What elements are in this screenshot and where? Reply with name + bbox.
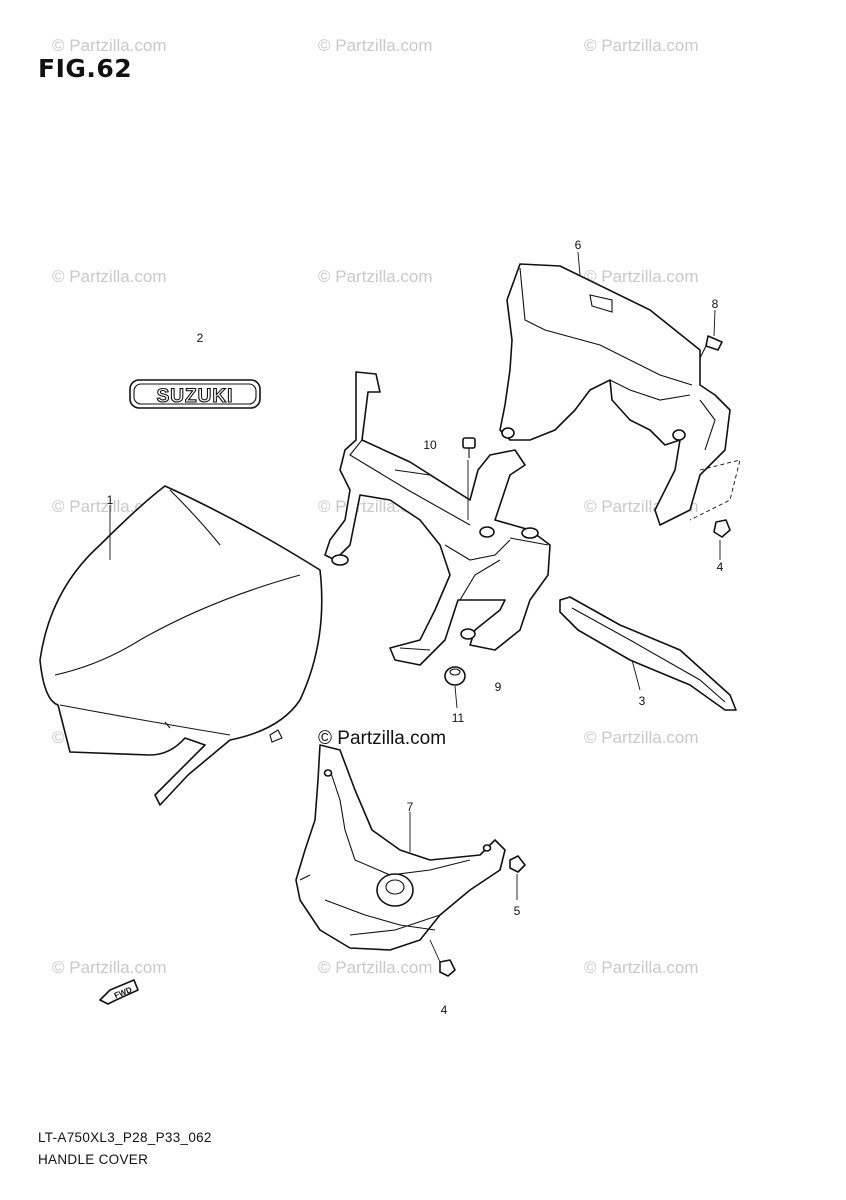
figure-title: FIG.62: [38, 54, 133, 83]
forward-arrow: FWD: [99, 979, 139, 1005]
handle-cover: [39, 485, 323, 806]
clip-5: [509, 855, 526, 873]
callout-1: 1: [106, 493, 114, 507]
bolt-10: [462, 437, 476, 458]
callout-4: 4: [440, 1003, 448, 1017]
seal-strip: [559, 596, 737, 711]
lower-cover: [295, 744, 506, 951]
upper-cover: [499, 263, 741, 526]
watermark: © Partzilla.com: [318, 267, 433, 286]
callout-5: 5: [513, 904, 521, 918]
watermark: © Partzilla.com: [318, 958, 433, 977]
callout-9: 9: [494, 680, 502, 694]
callout-6: 6: [574, 238, 582, 252]
callout-7: 7: [406, 800, 414, 814]
callout-3: 3: [638, 694, 646, 708]
watermark: © Partzilla.com: [52, 958, 167, 977]
watermark-main: © Partzilla.com: [318, 728, 447, 749]
watermark: © Partzilla.com: [52, 267, 167, 286]
screw-8: [699, 335, 723, 359]
callout-10: 10: [423, 438, 437, 452]
watermark: © Partzilla.com: [318, 36, 433, 55]
watermark: © Partzilla.com: [52, 36, 167, 55]
handle-bracket: [324, 371, 551, 666]
model-code: LT-A750XL3_P28_P33_062: [38, 1130, 212, 1145]
watermark: © Partzilla.com: [584, 36, 699, 55]
callout-8: 8: [711, 297, 719, 311]
nut-4a: [713, 519, 731, 538]
suzuki-emblem: SUZUKI: [129, 379, 261, 409]
nut-4b: [439, 959, 456, 977]
leader-lines: [109, 251, 721, 963]
grommet-11: [444, 666, 466, 686]
callout-2: 2: [196, 331, 204, 345]
section-name: HANDLE COVER: [38, 1152, 149, 1167]
watermark: © Partzilla.com: [584, 728, 699, 747]
watermark: © Partzilla.com: [584, 958, 699, 977]
suzuki-emblem-text: SUZUKI: [157, 386, 234, 407]
watermark: © Partzilla.com: [584, 267, 699, 286]
callout-4: 4: [716, 560, 724, 574]
callout-11: 11: [451, 711, 465, 725]
